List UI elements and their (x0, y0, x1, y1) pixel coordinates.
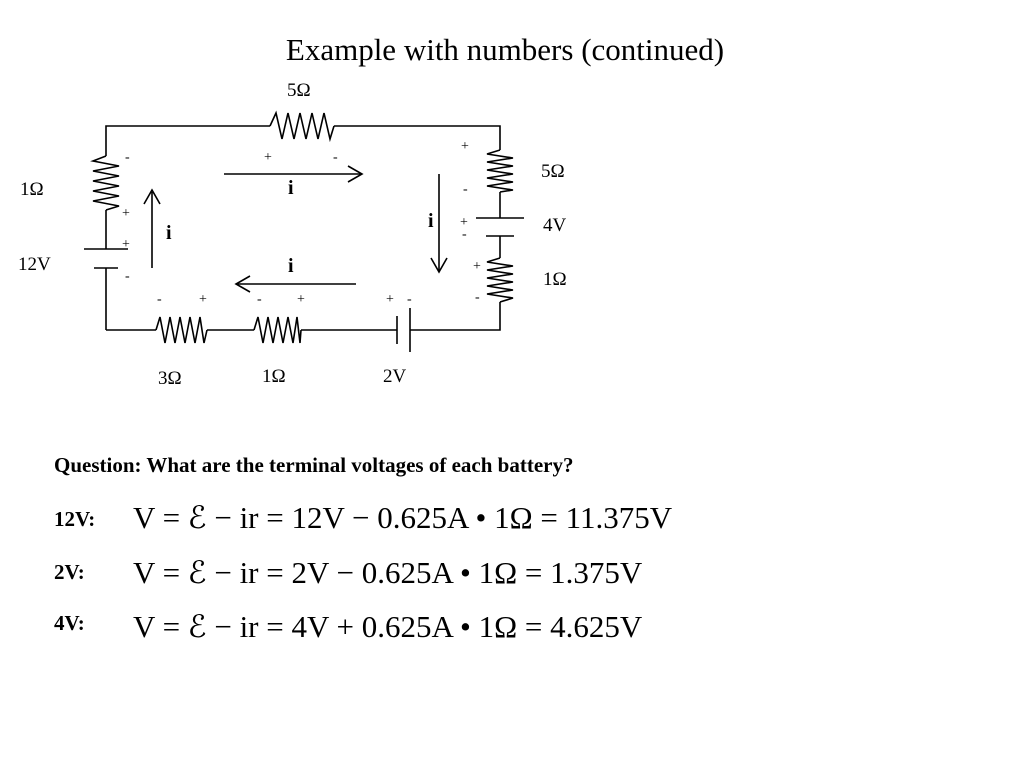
sign-top-res-right: - (333, 150, 338, 165)
resistor-bottom-mid (253, 316, 302, 344)
battery-right (476, 217, 524, 237)
sign-right-res2-bottom: - (475, 290, 480, 305)
current-label-top: i (288, 177, 294, 199)
current-label-left: i (166, 222, 172, 244)
label-battery-right: 4V (543, 215, 567, 236)
resistor-top (269, 110, 335, 143)
equation-label-2v: 2V: (54, 560, 85, 584)
current-label-right: i (428, 210, 434, 232)
circuit-diagram: 5Ω 1Ω 12V 5Ω 4V 1Ω 3Ω 1Ω 2V i i i i - + … (18, 80, 567, 389)
sign-bottom-res2-left: - (257, 292, 262, 307)
label-resistor-bottom-mid: 1Ω (262, 366, 286, 387)
label-battery-bottom: 2V (383, 366, 407, 387)
sign-bottom-bat-left: + (386, 292, 394, 307)
equation-label-12v: 12V: (54, 507, 96, 531)
sign-left-bat-top: + (122, 237, 130, 252)
sign-right-res-bottom: - (463, 182, 468, 197)
label-battery-left: 12V (18, 254, 51, 275)
current-label-bottom: i (288, 255, 294, 277)
current-arrow-right (224, 165, 364, 183)
current-arrow-left (234, 275, 356, 293)
resistor-bottom-left (155, 316, 208, 344)
label-resistor-top: 5Ω (287, 80, 311, 101)
polarity-signs: - + + - + - + - + - + - - + - + + - (122, 139, 481, 307)
current-arrow-up (143, 188, 161, 268)
sign-left-bat-bottom: - (125, 269, 130, 284)
circuit-wires (105, 125, 501, 331)
sign-right-bat-top: + (460, 215, 468, 230)
equation-12v: V = ℰ − ir = 12V − 0.625A • 1Ω = 11.375V (133, 500, 673, 535)
sign-left-res-top: - (125, 150, 130, 165)
slide-title: Example with numbers (continued) (285, 32, 725, 67)
question-text: Question: What are the terminal voltages… (54, 453, 574, 477)
battery-left (84, 248, 128, 269)
sign-bottom-bat-right: - (407, 292, 412, 307)
sign-right-bat-bottom: - (462, 227, 467, 242)
label-resistor-right-bottom: 1Ω (543, 269, 567, 290)
sign-bottom-res1-left: - (157, 292, 162, 307)
sign-bottom-res2-right: + (297, 292, 305, 307)
current-arrow-down (430, 174, 448, 274)
sign-right-res2-top: + (473, 259, 481, 274)
sign-right-res-top: + (461, 139, 469, 154)
label-resistor-left: 1Ω (20, 179, 44, 200)
sign-top-res-left: + (264, 150, 272, 165)
label-resistor-right-top: 5Ω (541, 161, 565, 182)
equation-4v: V = ℰ − ir = 4V + 0.625A • 1Ω = 4.625V (133, 609, 643, 644)
resistor-right-top (486, 149, 514, 193)
sign-left-res-bottom: + (122, 206, 130, 221)
resistor-left (90, 155, 120, 211)
equation-2v: V = ℰ − ir = 2V − 0.625A • 1Ω = 1.375V (133, 555, 643, 590)
battery-bottom (396, 308, 411, 352)
equation-label-4v: 4V: (54, 611, 85, 635)
sign-bottom-res1-right: + (199, 292, 207, 307)
label-resistor-bottom-left: 3Ω (158, 368, 182, 389)
resistor-right-bottom (486, 257, 514, 303)
